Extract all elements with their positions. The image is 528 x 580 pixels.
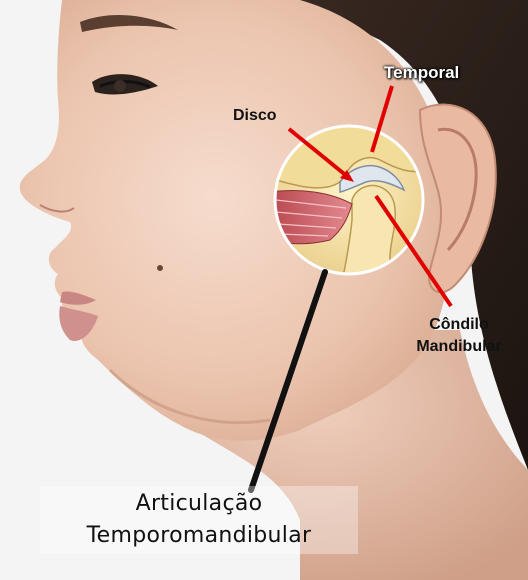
label-condilo-line2: Mandibular xyxy=(400,336,518,358)
diagram-title: Articulação Temporomandibular xyxy=(40,488,358,552)
title-line2: Temporomandibular xyxy=(40,520,358,552)
label-condilo-mandibular: Côndilo Mandibular xyxy=(400,314,518,358)
label-temporal: Temporal xyxy=(384,63,459,83)
title-line1: Articulação xyxy=(40,488,358,520)
iris xyxy=(114,80,126,92)
label-condilo-line1: Côndilo xyxy=(400,314,518,336)
label-disco: Disco xyxy=(233,107,277,125)
beauty-mark xyxy=(157,265,163,271)
